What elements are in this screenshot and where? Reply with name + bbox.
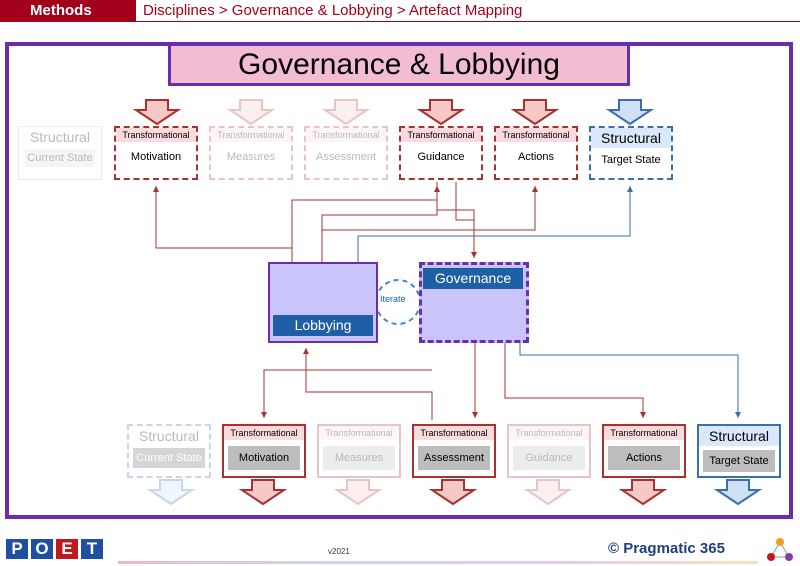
poet-letter: P xyxy=(6,539,28,559)
top-arrow-measures xyxy=(226,99,276,126)
top-arrow-target xyxy=(605,99,655,126)
box-header: Structural xyxy=(30,129,90,145)
bottom-arrow-guidance xyxy=(523,479,573,506)
connectors-bottom-red xyxy=(261,343,646,420)
breadcrumb[interactable]: Disciplines > Governance & Lobbying > Ar… xyxy=(143,2,523,19)
box-label: Guidance xyxy=(513,446,585,470)
poet-letter: E xyxy=(56,539,78,559)
box-label: Measures xyxy=(323,446,395,470)
box-header: Structural xyxy=(699,426,779,446)
box-header: Transformational xyxy=(401,128,481,142)
box-header: Transformational xyxy=(211,128,291,142)
bottom-transformational-assessment[interactable]: Transformational Assessment xyxy=(412,424,496,478)
top-structural-target-state[interactable]: Structural Target State xyxy=(589,126,673,180)
bottom-arrow-assessment xyxy=(428,479,478,506)
governance-label: Governance xyxy=(423,268,523,289)
bottom-arrow-actions xyxy=(618,479,668,506)
box-label: Target State xyxy=(703,450,775,472)
box-header: Transformational xyxy=(224,426,304,440)
box-header: Transformational xyxy=(116,128,196,142)
header-rule xyxy=(136,21,800,22)
connectors-bottom-blue xyxy=(519,343,741,418)
box-label: Motivation xyxy=(130,151,182,163)
footer-gradient-bar xyxy=(118,561,758,564)
page-title: Governance & Lobbying xyxy=(168,43,630,86)
box-header: Transformational xyxy=(319,426,399,440)
top-arrow-motivation xyxy=(132,99,182,126)
top-transformational-motivation[interactable]: Transformational Motivation xyxy=(114,126,198,180)
box-header: Transformational xyxy=(604,426,684,440)
top-transformational-measures[interactable]: Transformational Measures xyxy=(209,126,293,180)
bottom-structural-target-state[interactable]: Structural Target State xyxy=(697,424,781,478)
box-header: Structural xyxy=(139,428,199,444)
iterate-label: Iterate xyxy=(380,294,406,304)
lobbying-label: Lobbying xyxy=(273,315,373,336)
bottom-structural-current-state[interactable]: Structural Current State xyxy=(127,424,211,478)
brand-label: © Pragmatic 365 xyxy=(608,540,725,557)
bottom-arrow-current xyxy=(146,479,196,506)
bottom-arrow-motivation xyxy=(238,479,288,506)
box-label: Motivation xyxy=(228,446,300,470)
box-label: Assessment xyxy=(418,446,490,470)
box-header: Transformational xyxy=(306,128,386,142)
version-label: v2021 xyxy=(328,547,350,556)
poet-letter: O xyxy=(31,539,53,559)
box-label: Assessment xyxy=(316,151,376,163)
box-header: Transformational xyxy=(414,426,494,440)
section-label: Methods xyxy=(0,0,136,22)
bottom-transformational-actions[interactable]: Transformational Actions xyxy=(602,424,686,478)
top-bar: Methods Disciplines > Governance & Lobby… xyxy=(0,0,800,22)
bottom-transformational-guidance[interactable]: Transformational Guidance xyxy=(507,424,591,478)
box-label: Measures xyxy=(226,151,276,163)
connectors-top-blue xyxy=(357,186,633,262)
connectors-top-red xyxy=(153,182,538,262)
box-label: Guidance xyxy=(417,151,465,163)
poet-letter: T xyxy=(81,539,103,559)
box-label: Current State xyxy=(25,149,95,167)
box-header: Structural xyxy=(591,128,671,148)
box-label: Current State xyxy=(133,448,205,468)
box-label: Target State xyxy=(601,154,661,166)
top-transformational-actions[interactable]: Transformational Actions xyxy=(494,126,578,180)
bottom-arrow-measures xyxy=(333,479,383,506)
top-arrow-guidance xyxy=(416,99,466,126)
top-transformational-assessment[interactable]: Transformational Assessment xyxy=(304,126,388,180)
bottom-transformational-measures[interactable]: Transformational Measures xyxy=(317,424,401,478)
box-label: Actions xyxy=(608,446,680,470)
top-structural-current-state[interactable]: Structural Current State xyxy=(18,126,102,180)
top-transformational-guidance[interactable]: Transformational Guidance xyxy=(399,126,483,180)
box-header: Transformational xyxy=(509,426,589,440)
top-arrow-actions xyxy=(510,99,560,126)
box-header: Transformational xyxy=(496,128,576,142)
top-arrow-assessment xyxy=(321,99,371,126)
bottom-arrow-target xyxy=(713,479,763,506)
bottom-transformational-motivation[interactable]: Transformational Motivation xyxy=(222,424,306,478)
molecule-icon xyxy=(767,538,793,561)
box-label: Actions xyxy=(517,151,555,163)
